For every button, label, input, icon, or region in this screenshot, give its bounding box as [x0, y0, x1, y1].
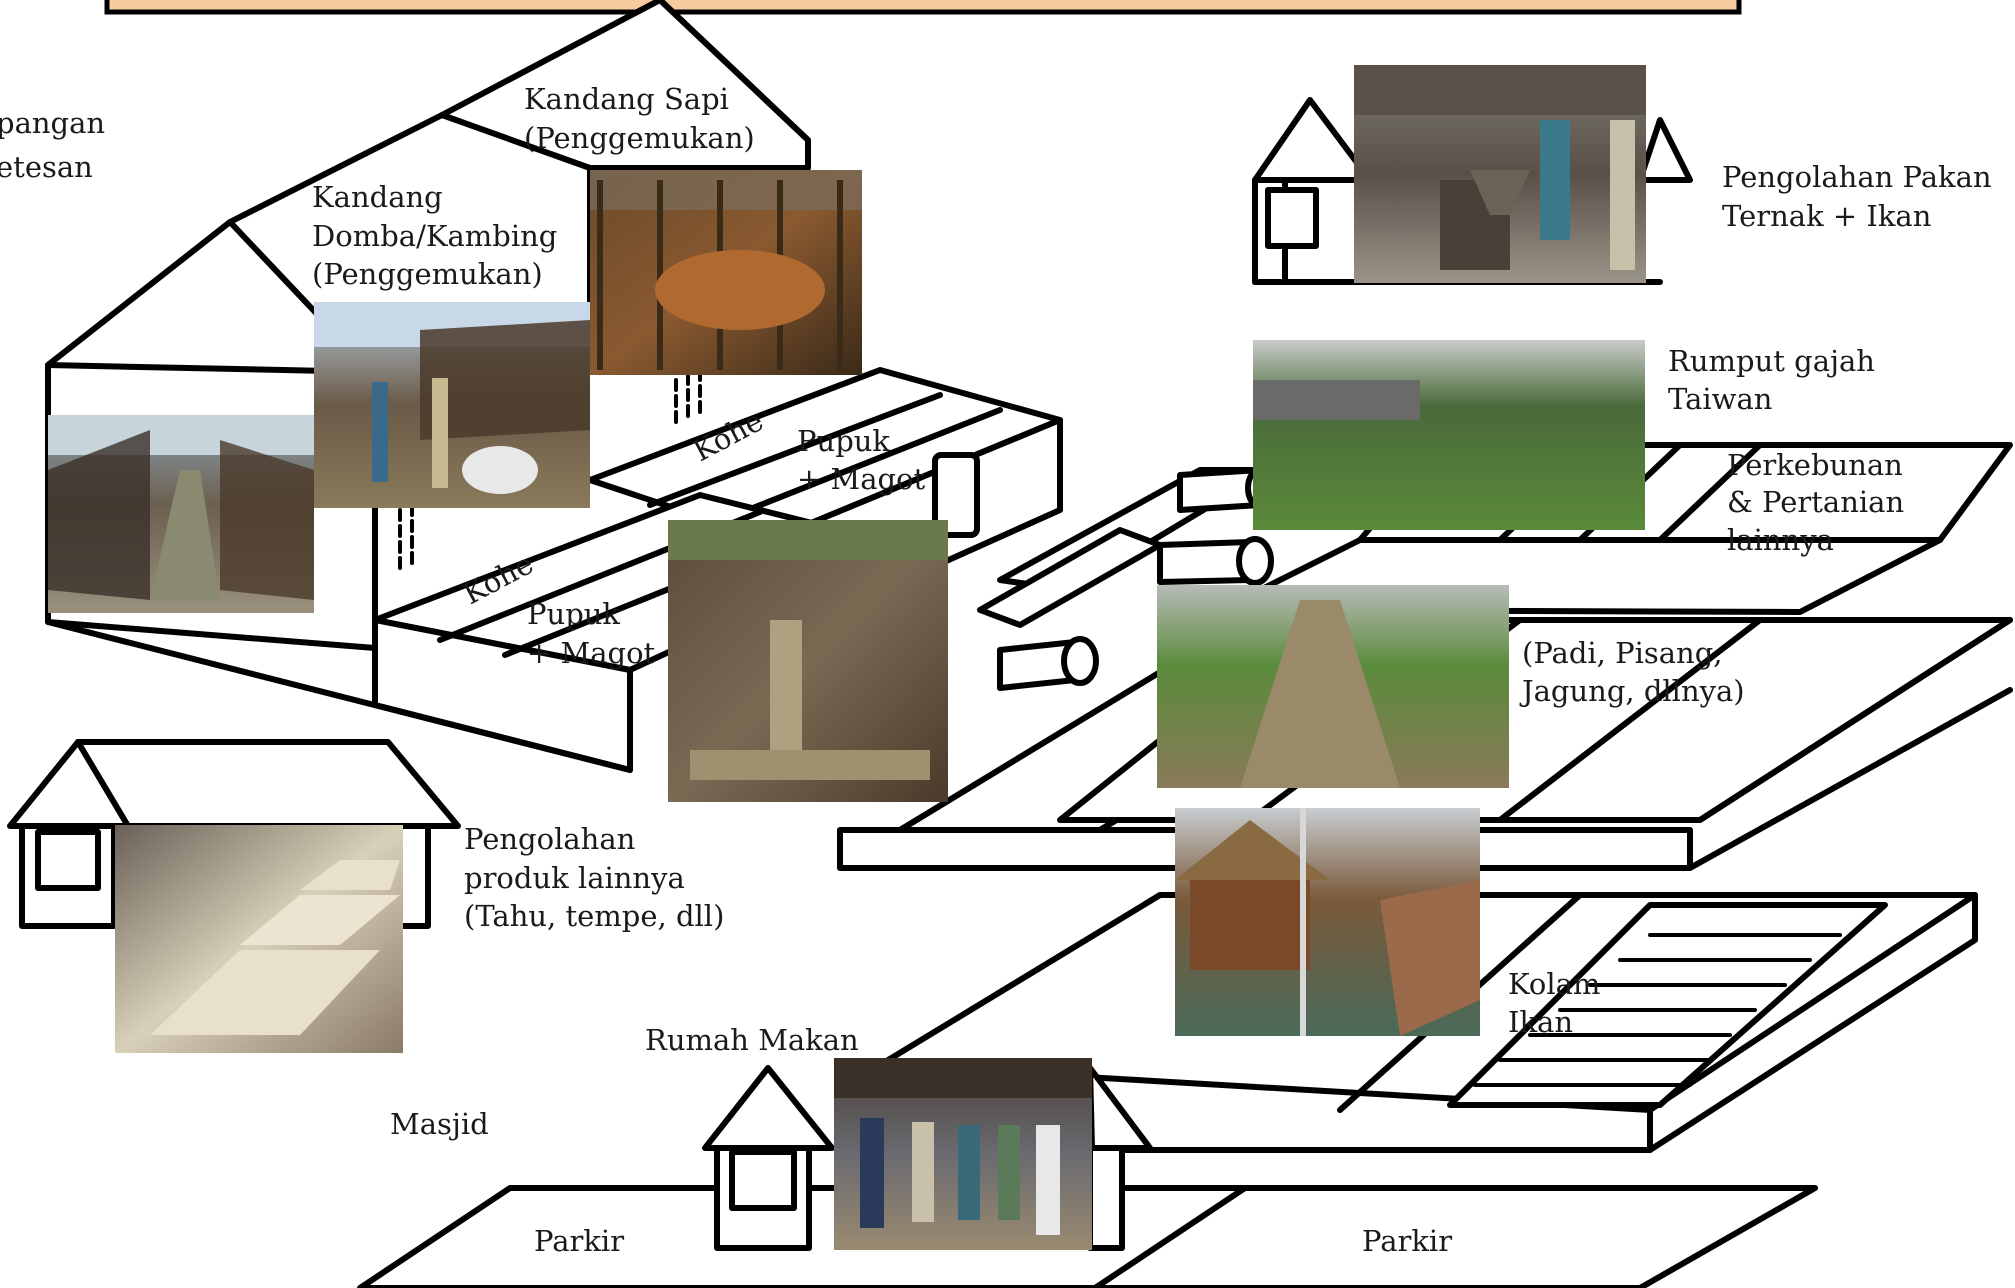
photo-rumah-makan [834, 1058, 1092, 1250]
label-kandang-sapi-1: Kandang Sapi [524, 82, 729, 116]
label-masjid: Masjid [390, 1107, 489, 1141]
label-perkebunan-3: lainnya [1727, 523, 1834, 557]
label-pupuk-lower-2: + Magot [527, 636, 656, 670]
title-bar [104, 0, 1742, 15]
label-kolam-2: Ikan [1508, 1005, 1573, 1039]
label-pupuk-upper-1: Pupuk [797, 424, 890, 458]
label-rumah-makan: Rumah Makan [645, 1023, 859, 1057]
label-rumput-2: Taiwan [1668, 382, 1772, 416]
label-kandang-domba-1: Kandang [312, 180, 443, 214]
label-top-left-2: etesan [0, 150, 93, 184]
photo-kolam-gazebo [1175, 808, 1480, 1036]
label-kandang-domba-3: (Penggemukan) [312, 257, 543, 291]
labels: pangan etesan Kandang Sapi (Penggemukan)… [0, 82, 1992, 1258]
photo-kandang-left [48, 415, 314, 613]
label-pupuk-upper-2: + Magot [797, 462, 926, 496]
label-perkebunan-2: & Pertanian [1727, 485, 1904, 519]
photo-tahu-tempe [115, 825, 403, 1053]
label-perkebunan-1: Perkebunan [1727, 448, 1903, 482]
label-pengolahan-produk-1: Pengolahan [464, 822, 635, 856]
photo-pupuk-magot [668, 520, 948, 802]
photo-kandang-sapi [590, 170, 862, 375]
label-padi-1: (Padi, Pisang, [1522, 636, 1723, 670]
label-kolam-1: Kolam [1508, 967, 1600, 1001]
label-top-left-1: pangan [0, 106, 105, 140]
house-rumah-makan [702, 1065, 1153, 1251]
label-rumput-1: Rumput gajah [1668, 344, 1875, 378]
label-parkir-right: Parkir [1362, 1224, 1452, 1258]
photo-rumput-gajah [1253, 340, 1645, 530]
photo-kandang-domba [314, 302, 590, 508]
house-pengolahan-produk [7, 739, 461, 929]
label-pengolahan-produk-3: (Tahu, tempe, dll) [464, 899, 724, 933]
label-parkir-left: Parkir [534, 1224, 624, 1258]
photo-pengolahan-pakan [1354, 65, 1646, 283]
photo-jalan-rumput [1157, 585, 1509, 788]
label-kandang-sapi-2: (Penggemukan) [524, 121, 755, 155]
label-kandang-domba-2: Domba/Kambing [312, 219, 557, 253]
label-pengolahan-produk-2: produk lainnya [464, 861, 685, 895]
label-pengolahan-pakan-2: Ternak + Ikan [1722, 199, 1931, 233]
label-padi-2: Jagung, dllnya) [1519, 674, 1745, 708]
label-pengolahan-pakan-1: Pengolahan Pakan [1722, 160, 1992, 194]
label-pupuk-lower-1: Pupuk [527, 597, 620, 631]
